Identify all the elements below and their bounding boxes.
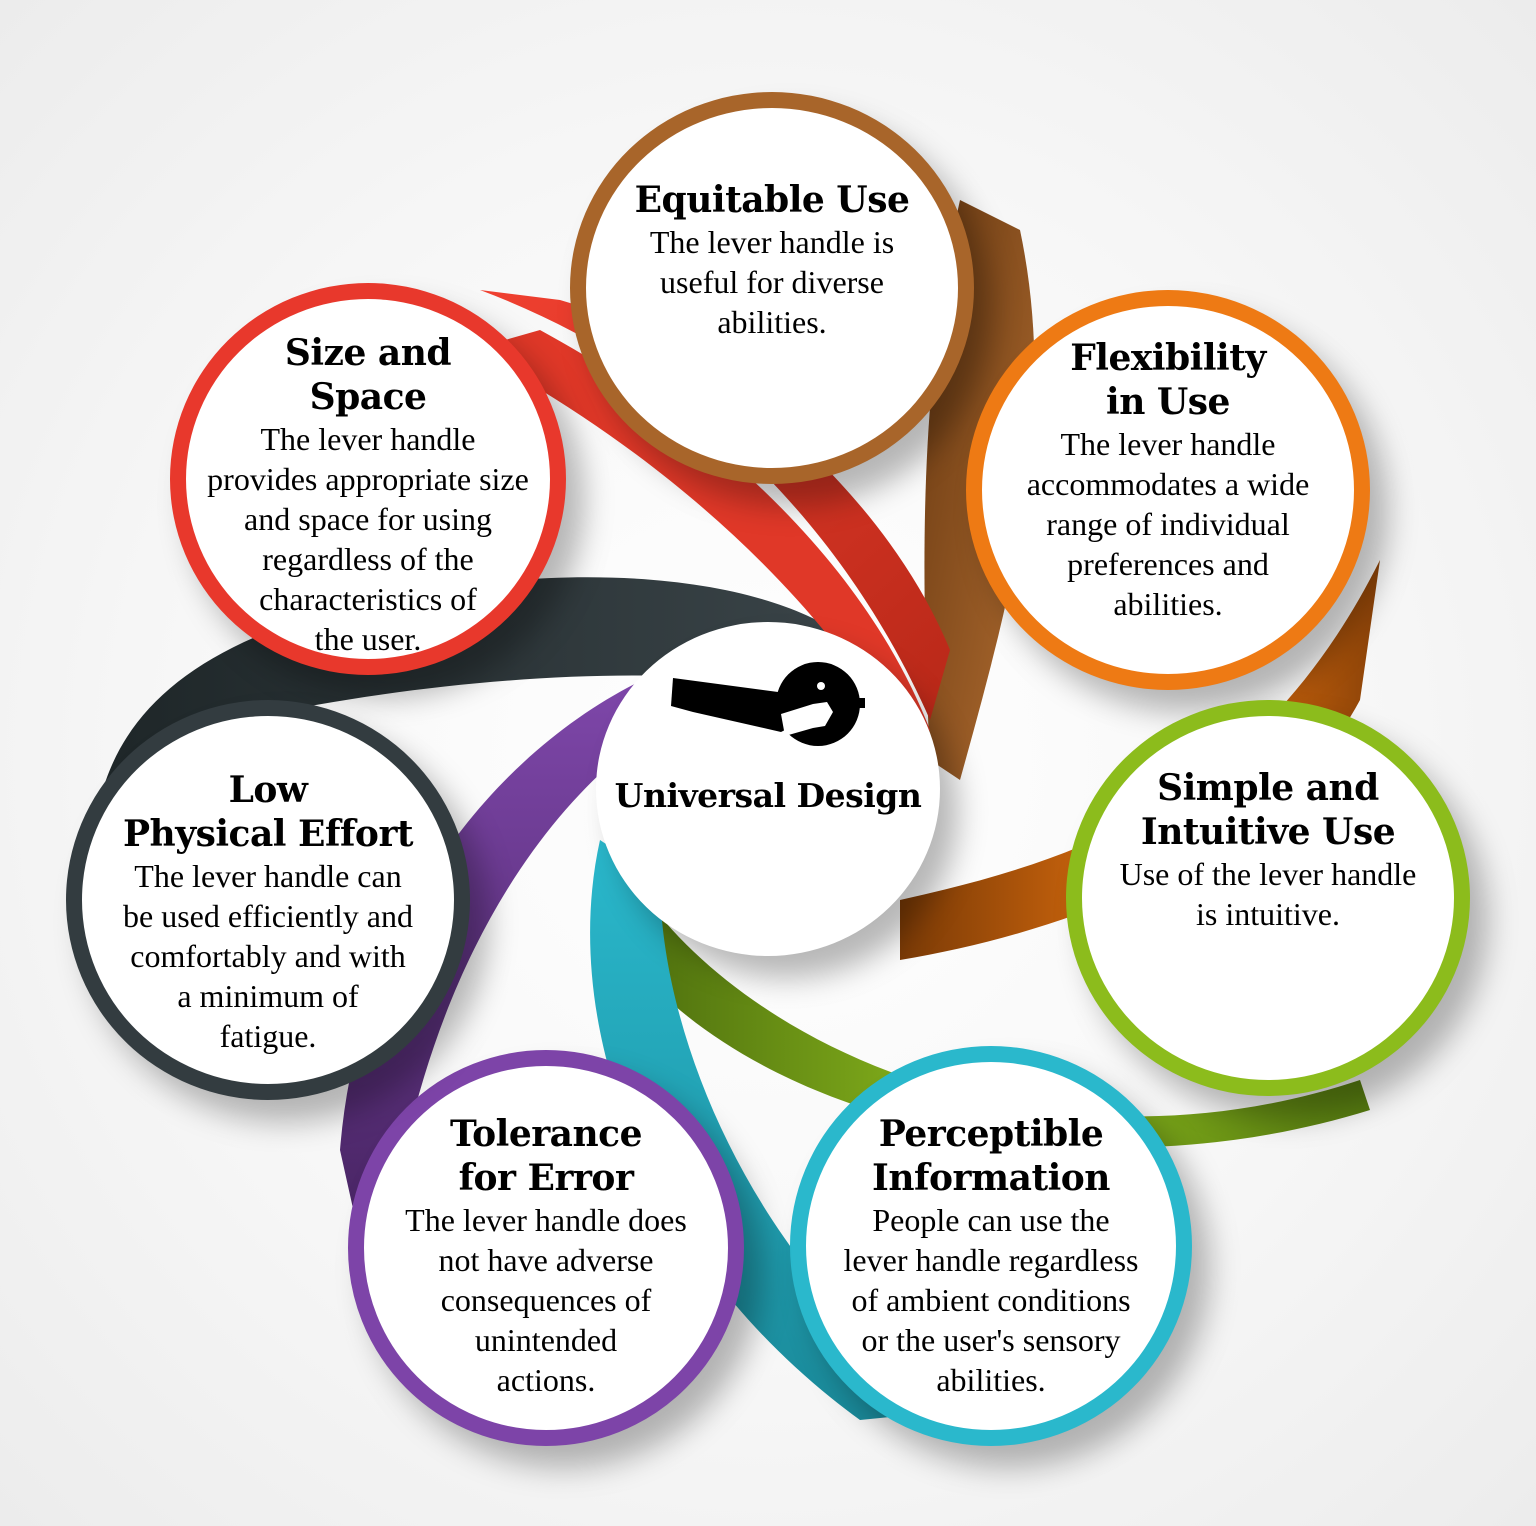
- principle-description: The lever handle does not have adverse c…: [405, 1202, 687, 1398]
- principle-description: The lever handle can be used efficiently…: [123, 858, 413, 1054]
- principle-title: Simple and Intuitive Use: [1140, 767, 1396, 853]
- principle-title: Size and Space: [284, 332, 452, 418]
- principle-description: Use of the lever handle is intuitive.: [1119, 856, 1417, 932]
- ribbon-green: [630, 890, 1370, 1148]
- principle-description: The lever handle provides appropriate si…: [207, 421, 529, 657]
- principle-description: The lever handle accommodates a wide ran…: [1026, 426, 1310, 622]
- principle-title: Flexibility in Use: [1070, 337, 1266, 423]
- principle-description: The lever handle is useful for diverse a…: [649, 224, 895, 340]
- principle-low-physical-effort: Low Physical Effort The lever handle can…: [66, 700, 470, 1100]
- principle-equitable-use: Equitable Use The lever handle is useful…: [570, 92, 974, 484]
- principle-title: Tolerance for Error: [449, 1113, 643, 1199]
- principle-simple-and-intuitive-use: Simple and Intuitive Use Use of the leve…: [1066, 700, 1470, 1096]
- principle-size-and-space: Size and Space The lever handle provides…: [170, 283, 566, 675]
- door-lever-handle-icon: [671, 662, 865, 746]
- principle-title: Equitable Use: [634, 179, 910, 221]
- principle-tolerance-for-error: Tolerance for Error The lever handle doe…: [348, 1050, 744, 1446]
- principle-description: People can use the lever handle regardle…: [843, 1202, 1139, 1398]
- principle-perceptible-information: Perceptible Information People can use t…: [790, 1046, 1192, 1446]
- center-title: Universal Design: [614, 776, 922, 815]
- principle-flexibility-in-use: Flexibility in Use The lever handle acco…: [966, 290, 1370, 690]
- principle-title: Low Physical Effort: [122, 769, 414, 855]
- center-universal-design: Universal Design: [596, 622, 940, 956]
- principle-title: Perceptible Information: [872, 1113, 1110, 1199]
